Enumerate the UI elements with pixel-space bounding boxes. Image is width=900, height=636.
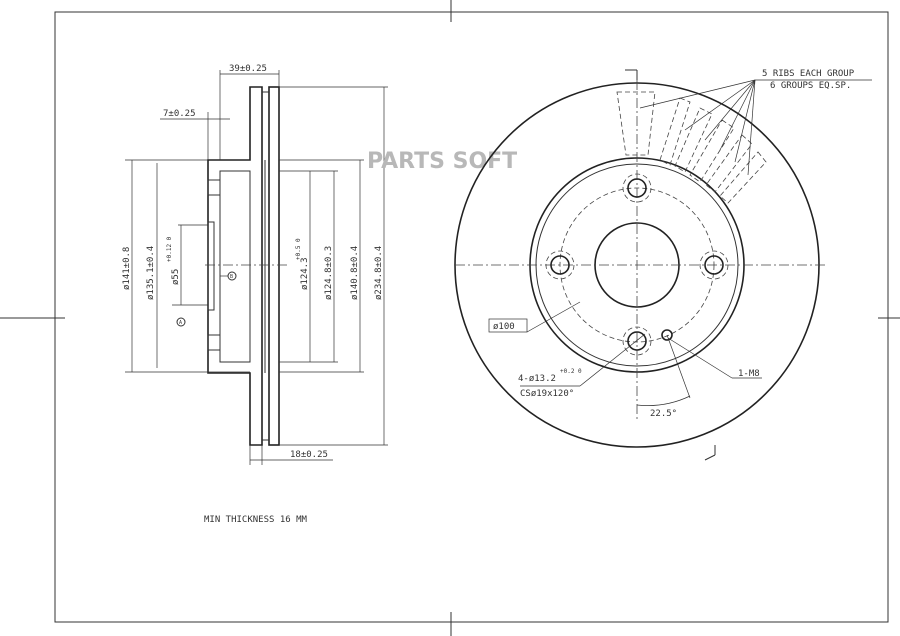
disc-thickness-label: 18±0.25 bbox=[290, 450, 328, 460]
min-thickness-note: MIN THICKNESS 16 MM bbox=[204, 515, 308, 525]
side-section-view bbox=[125, 70, 388, 465]
dia-55-label: ø55 bbox=[171, 269, 181, 285]
dia-234-8-label: ø234.8±0.4 bbox=[374, 246, 384, 300]
hat-offset-label: 7±0.25 bbox=[163, 109, 196, 119]
dia-55-tolerance: +0.12 0 bbox=[166, 236, 173, 262]
dia-141-label: ø141±0.8 bbox=[122, 247, 132, 290]
dia-124-3-label: ø124.3 bbox=[300, 257, 310, 290]
dia-124-8-label: ø124.8±0.3 bbox=[324, 246, 334, 300]
bolt-holes bbox=[545, 173, 729, 356]
bolt-holes-tolerance: +0.2 0 bbox=[560, 368, 582, 375]
bolt-holes-label: 4-ø13.2 bbox=[518, 374, 556, 384]
ribs-note-line2: 6 GROUPS EQ.SP. bbox=[770, 81, 851, 91]
front-view bbox=[454, 69, 872, 461]
datum-a-label: A bbox=[179, 320, 182, 326]
thread-label: 1-M8 bbox=[738, 369, 760, 379]
dia-140-8-label: ø140.8±0.4 bbox=[350, 246, 360, 300]
datum-b-label: B bbox=[230, 274, 233, 280]
dia-124-3-tolerance: +0.5 0 bbox=[295, 238, 302, 260]
watermark: PARTS SOFT bbox=[367, 149, 517, 174]
angle-label: 22.5° bbox=[650, 409, 677, 419]
dia-135-label: ø135.1±0.4 bbox=[146, 246, 156, 300]
countersink-label: CSø19x120° bbox=[520, 389, 574, 399]
ribs-note-line1: 5 RIBS EACH GROUP bbox=[762, 69, 855, 79]
bolt-circle-label: ø100 bbox=[493, 322, 515, 332]
overall-width-label: 39±0.25 bbox=[229, 64, 267, 74]
